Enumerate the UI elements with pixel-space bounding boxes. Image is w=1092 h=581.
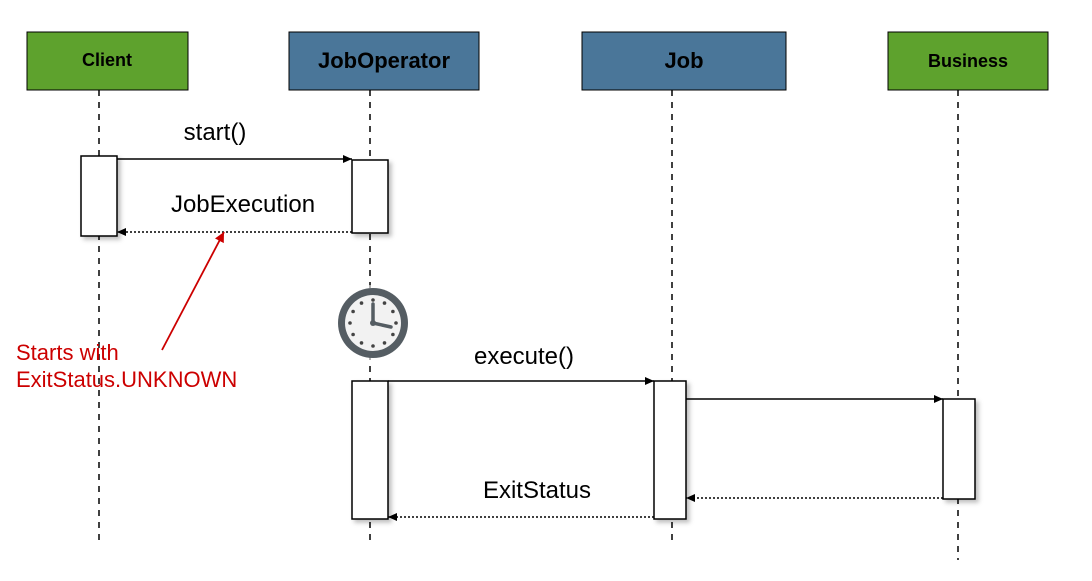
message-start-label: start() [184, 119, 247, 146]
annotation-pointer-arrow [161, 231, 225, 351]
activation-client [80, 155, 118, 237]
participant-business-box [887, 31, 1049, 91]
activation-joboperator-1 [351, 159, 389, 234]
annotation-line-2: ExitStatus.UNKNOWN [16, 367, 237, 392]
activation-joboperator-2 [351, 380, 389, 520]
participant-joboperator-label: JobOperator [318, 48, 450, 73]
message-jobexecution-label: JobExecution [171, 191, 315, 218]
participant-job-box [581, 31, 787, 91]
participant-business: Business [887, 31, 1049, 91]
participant-joboperator: JobOperator [288, 31, 480, 91]
participant-job: Job [581, 31, 787, 91]
participant-joboperator-box [288, 31, 480, 91]
participant-job-label: Job [664, 48, 703, 73]
activation-job [653, 380, 687, 520]
clock-icon [335, 285, 411, 361]
message-exitstatus-label: ExitStatus [483, 477, 591, 504]
participant-client-box [26, 31, 189, 91]
annotation-line-1: Starts with [16, 340, 119, 365]
participant-business-label: Business [928, 51, 1008, 71]
message-execute-label: execute() [474, 343, 574, 370]
participant-client: Client [26, 31, 189, 91]
participant-client-label: Client [82, 50, 132, 70]
activation-business [942, 398, 976, 500]
